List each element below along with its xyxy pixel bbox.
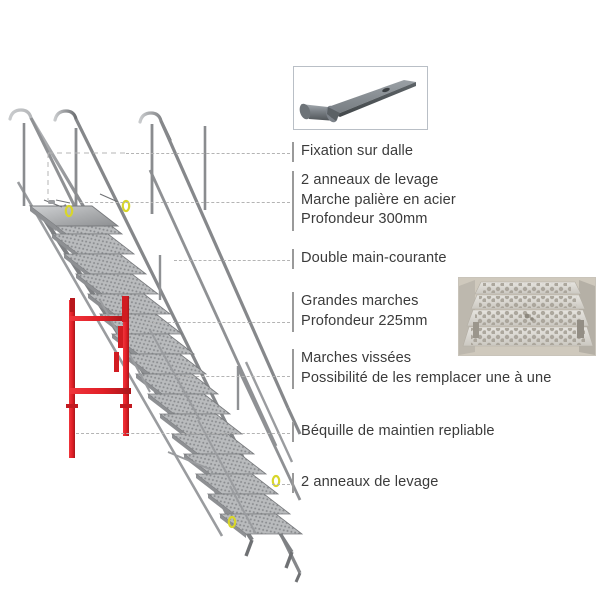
label-bequille-de-maintien-text: Béquille de maintien repliable [301,422,495,442]
base-feet [244,539,302,583]
label-line: Profondeur 300mm [301,211,428,228]
label-grandes-marches-text: Grandes marches Profondeur 225mm [301,292,428,331]
label-fixation-sur-dalle-text: Fixation sur dalle [301,142,413,162]
label-line: Béquille de maintien repliable [301,423,495,439]
label-fixation-sur-dalle: Fixation sur dalle [292,142,413,162]
label-tick [292,292,294,332]
fixation-bracket-illustration [293,66,428,130]
leader-line-grandes-marches [148,322,290,323]
label-anneaux-de-levage-haut: 2 anneaux de levage Marche palière en ac… [292,171,456,231]
double-main-courante [138,111,302,501]
leader-line-anneaux-haut [80,202,290,203]
label-line: Marches vissées [301,350,412,366]
leader-line-anneaux-bas [272,484,290,485]
label-line: Possibilité de les remplacer une à une [301,369,552,386]
label-tick [292,249,294,269]
label-bequille-de-maintien: Béquille de maintien repliable [292,422,495,442]
fixation-bracket-svg [299,80,416,123]
leader-line-main-courante [174,260,290,261]
marche-paliere [28,205,120,231]
label-tick [292,142,294,162]
label-anneaux-de-levage-haut-text: 2 anneaux de levage Marche palière en ac… [301,171,456,230]
label-double-main-courante: Double main-courante [292,249,447,269]
top-detail-pointer [43,193,119,208]
label-anneaux-de-levage-bas-text: 2 anneaux de levage [301,473,438,493]
label-marches-vissees: Marches vissées Possibilité de les rempl… [292,349,551,389]
leader-line-marches-vissees [176,376,290,377]
bequille-de-maintien [66,296,132,458]
label-grandes-marches: Grandes marches Profondeur 225mm [292,292,428,332]
label-line: Profondeur 225mm [301,312,428,329]
perforated-treads-svg [459,278,595,355]
perforated-treads-photo [458,277,596,356]
label-line: Grandes marches [301,293,419,309]
label-line: 2 anneaux de levage [301,172,439,188]
label-tick [292,171,294,231]
label-line: Marche palière en acier [301,191,456,208]
label-line: 2 anneaux de levage [301,474,439,490]
label-line: Fixation sur dalle [301,143,414,159]
construction-guide-box [47,152,126,200]
label-marches-vissees-text: Marches vissées Possibilité de les rempl… [301,349,551,388]
label-double-main-courante-text: Double main-courante [301,249,447,269]
label-tick [292,422,294,442]
leader-line-fixation [126,153,290,154]
label-line: Double main-courante [301,250,447,266]
leader-line-bequille [76,433,290,434]
label-anneaux-de-levage-bas: 2 anneaux de levage [292,473,438,493]
anneaux-de-levage [64,199,281,529]
label-tick [292,473,294,493]
label-tick [292,349,294,389]
